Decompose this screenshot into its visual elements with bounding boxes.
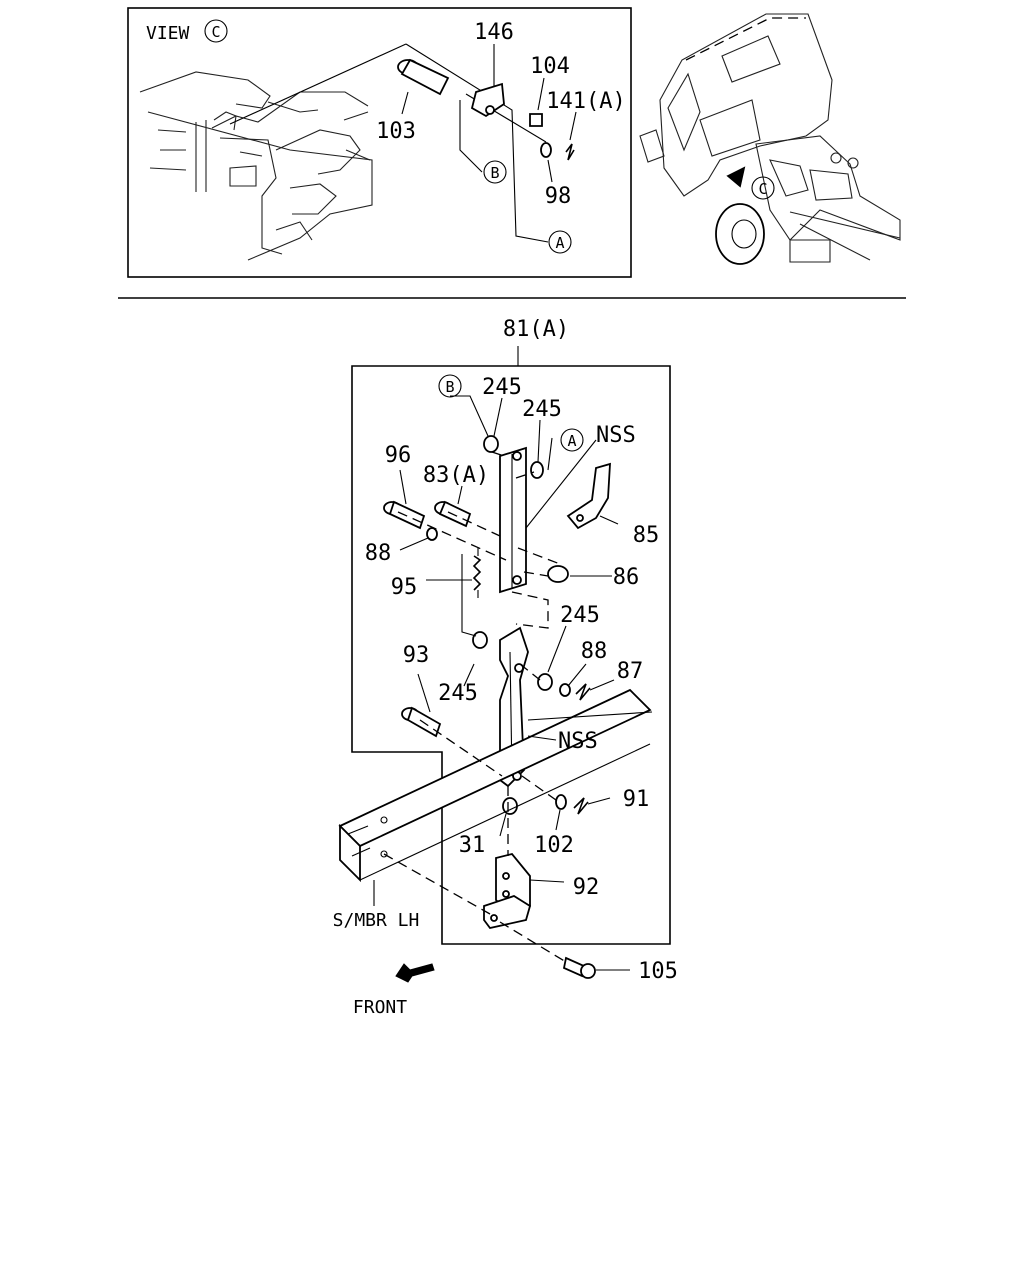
label-102: 102 bbox=[534, 833, 574, 858]
label-95: 95 bbox=[391, 575, 418, 600]
washer-88-right bbox=[559, 683, 571, 697]
view-c-panel: VIEW C bbox=[127, 7, 632, 278]
label-92: 92 bbox=[573, 875, 600, 900]
truck-view-letter: C bbox=[758, 180, 767, 198]
cotter-141 bbox=[565, 143, 575, 161]
label-146: 146 bbox=[474, 20, 514, 45]
ref-b: B bbox=[490, 164, 499, 182]
upper-link bbox=[499, 446, 527, 594]
label-245-top2: 245 bbox=[522, 397, 562, 422]
pin-83a bbox=[434, 500, 472, 528]
label-88-left: 88 bbox=[365, 541, 392, 566]
label-31: 31 bbox=[459, 833, 486, 858]
washer-98 bbox=[540, 142, 552, 158]
label-85: 85 bbox=[633, 523, 660, 548]
pin-96 bbox=[383, 500, 426, 530]
assembly-ref-b: B bbox=[445, 378, 454, 396]
label-nss-lower: NSS bbox=[558, 729, 598, 754]
washer-88-left bbox=[426, 527, 438, 541]
label-86: 86 bbox=[613, 565, 640, 590]
bolt-105 bbox=[562, 956, 596, 979]
label-98: 98 bbox=[545, 184, 572, 209]
label-105: 105 bbox=[638, 959, 678, 984]
bracket-146 bbox=[470, 82, 505, 118]
truck-sketch: C bbox=[639, 13, 901, 265]
ring-86 bbox=[547, 565, 569, 583]
washer-245-top2 bbox=[530, 461, 544, 479]
washer-245-mid-right bbox=[537, 673, 553, 691]
label-93: 93 bbox=[403, 643, 430, 668]
bolt-104 bbox=[529, 113, 543, 127]
pin-93 bbox=[401, 706, 442, 738]
label-88-right: 88 bbox=[581, 639, 608, 664]
spring-95 bbox=[472, 548, 482, 598]
label-245-mid-right: 245 bbox=[560, 603, 600, 628]
washer-245-top1 bbox=[483, 435, 499, 453]
view-label: VIEW bbox=[146, 23, 190, 44]
label-87: 87 bbox=[617, 659, 644, 684]
ref-a: A bbox=[555, 234, 564, 252]
label-nss-upper: NSS bbox=[596, 423, 636, 448]
label-96: 96 bbox=[385, 443, 412, 468]
assembly-frame bbox=[351, 365, 671, 945]
cotter-87 bbox=[575, 683, 591, 701]
lever-85 bbox=[566, 462, 611, 530]
label-245-mid-left: 245 bbox=[438, 681, 478, 706]
chassis-sketch bbox=[139, 71, 373, 261]
pin-103 bbox=[397, 58, 450, 96]
view-letter: C bbox=[211, 23, 220, 41]
label-83a: 83(A) bbox=[423, 463, 489, 488]
label-91: 91 bbox=[623, 787, 650, 812]
side-member-lh bbox=[338, 688, 652, 883]
label-side-member: S/MBR LH bbox=[333, 910, 420, 931]
washer-245-mid-left bbox=[472, 631, 488, 649]
cotter-91 bbox=[573, 797, 589, 815]
label-103: 103 bbox=[376, 119, 416, 144]
label-245-top1: 245 bbox=[482, 375, 522, 400]
label-front: FRONT bbox=[353, 997, 407, 1018]
assembly-81a: 81(A) bbox=[333, 317, 678, 1018]
bracket-92 bbox=[483, 852, 532, 930]
label-104: 104 bbox=[530, 54, 570, 79]
washer-102 bbox=[555, 794, 567, 810]
front-arrow-icon bbox=[395, 963, 435, 983]
assembly-title: 81(A) bbox=[503, 317, 569, 342]
label-141a: 141(A) bbox=[546, 89, 625, 114]
assembly-ref-a: A bbox=[567, 432, 576, 450]
